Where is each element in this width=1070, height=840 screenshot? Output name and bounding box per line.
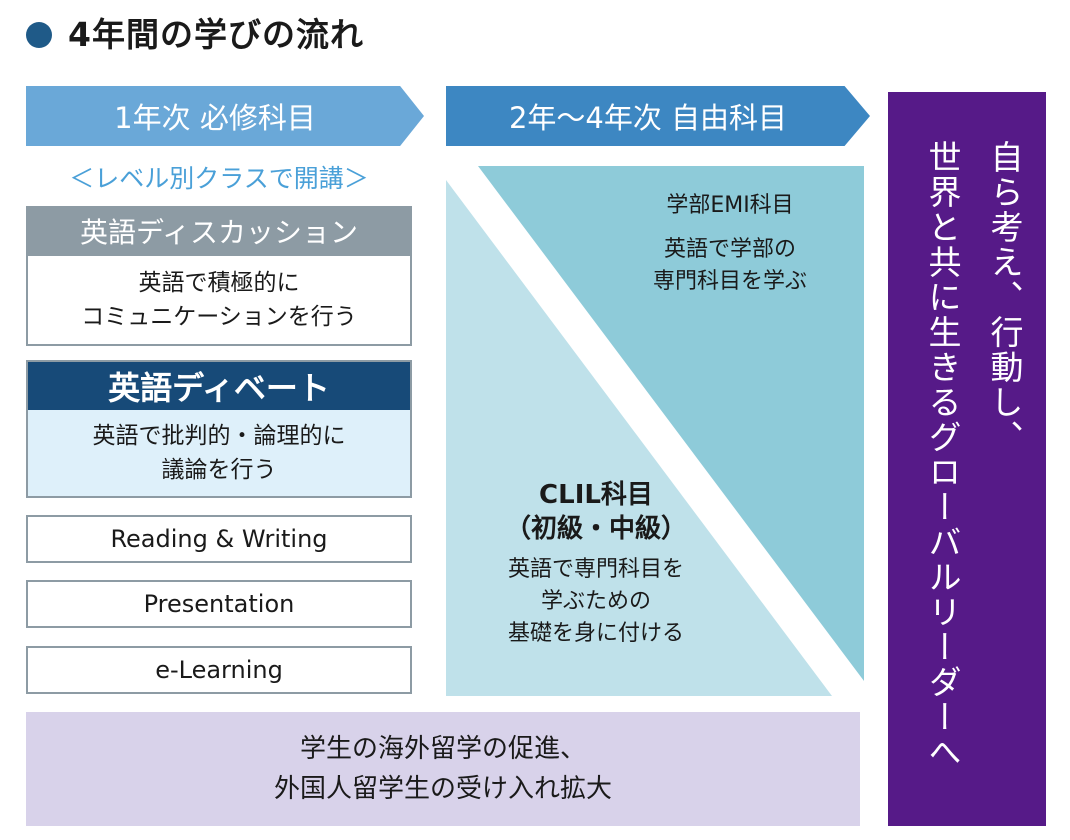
discussion-description: 英語で積極的に コミュニケーションを行う [26,256,412,346]
debate-line: 議論を行う [161,457,277,483]
clil-triangle [446,180,832,696]
emi-line: 英語で学部の [663,237,796,262]
discussion-line: 英語で積極的に [138,270,300,296]
clil-line: 学ぶための [540,589,651,614]
level-class-note: ＜レベル別クラスで開講＞ [69,164,369,193]
later-years-heading: 2年〜4年次 自由科目 [508,101,788,135]
reading-writing-course: Reading & Writing [26,515,412,563]
study-abroad-bar: 学生の海外留学の促進、 外国人留学生の受け入れ拡大 [26,712,860,826]
debate-description: 英語で批判的・論理的に 議論を行う [26,410,412,498]
clil-level: （初級・中級） [504,514,687,544]
goal-line: 世界と共に生きるグローバルリーダーへ [923,140,962,770]
emi-title: 学部EMI科目 [666,193,794,218]
title-bullet-dot [26,22,52,48]
emi-line: 専門科目を学ぶ [652,269,807,294]
clil-label: CLIL科目 （初級・中級） 英語で専門科目を 学ぶための 基礎を身に付ける [446,478,746,650]
goal-line: 自ら考え、行動し、 [985,140,1024,455]
later-years-arrow: 2年〜4年次 自由科目 [446,86,870,146]
goal-panel [888,92,1046,826]
study-abroad-line: 学生の海外留学の促進、 [299,734,586,764]
first-year-arrow: 1年次 必修科目 [26,86,424,146]
presentation-course: Presentation [26,580,412,628]
clil-line: 英語で専門科目を [507,557,684,582]
debate-line: 英語で批判的・論理的に [92,423,346,449]
first-year-heading: 1年次 必修科目 [114,101,316,135]
clil-title: CLIL科目 [539,480,653,510]
discussion-line: コミュニケーションを行う [81,304,357,330]
discussion-header: 英語ディスカッション [26,206,412,256]
clil-line: 基礎を身に付ける [507,621,684,646]
diagram-title: 4年間の学びの流れ [68,15,364,54]
course-triangles [446,166,864,696]
emi-label: 学部EMI科目 英語で学部の 専門科目を学ぶ [590,190,870,298]
e-learning-course: e-Learning [26,646,412,694]
emi-triangle [478,166,864,681]
debate-header: 英語ディベート [26,360,412,410]
study-abroad-line: 外国人留学生の受け入れ拡大 [273,774,612,804]
